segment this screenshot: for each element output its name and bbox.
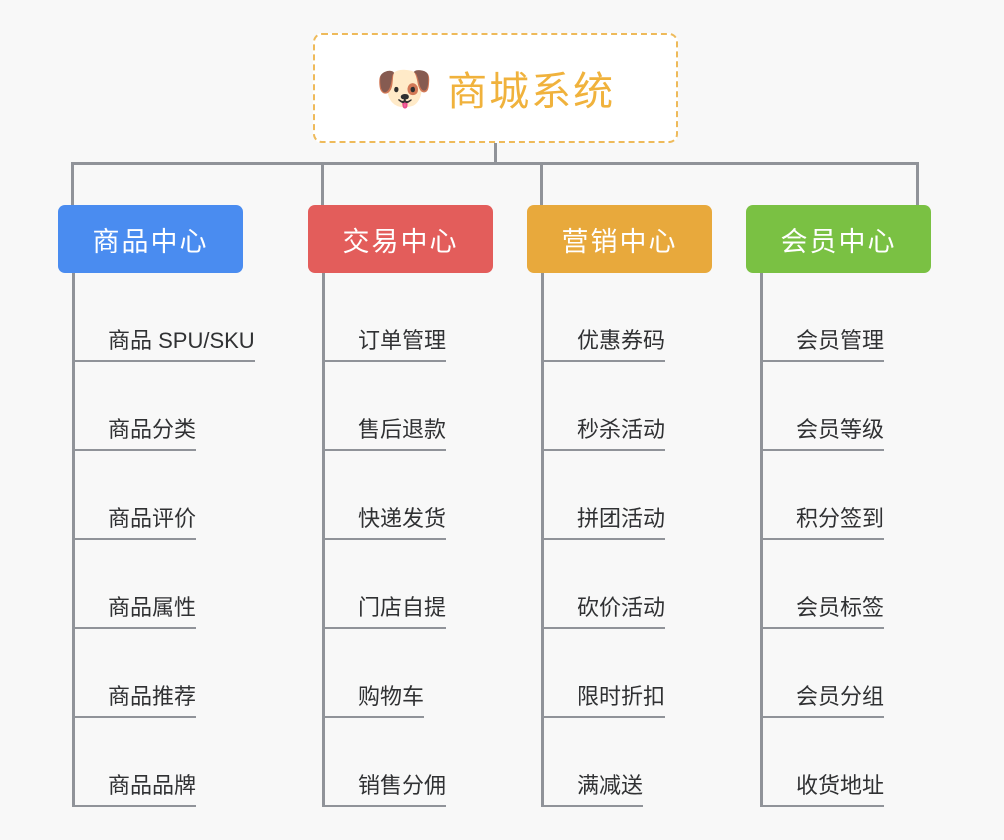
leaf-item[interactable]: 订单管理 [322,273,447,362]
leaf-item-label: 门店自提 [358,595,447,621]
leaf-item-label: 会员管理 [796,328,885,354]
category-box-1[interactable]: 商品中心 [58,205,243,273]
leaf-item-label: 商品推荐 [108,684,197,710]
leaf-item-label: 满减送 [577,773,644,799]
leaf-item-label: 收货地址 [796,773,885,799]
leaf-item[interactable]: 限时折扣 [541,629,666,718]
leaf-item-label: 优惠券码 [577,328,666,354]
leaf-trunk [72,273,75,807]
leaf-item-label: 售后退款 [358,417,447,443]
leaf-item[interactable]: 商品 SPU/SKU [72,273,255,362]
root-stem [494,143,497,165]
category-label: 交易中心 [342,226,459,257]
leaf-item-label: 商品品牌 [108,773,197,799]
root-title: 商城系统 [447,70,616,114]
category-box-3[interactable]: 营销中心 [527,205,712,273]
dog-face-icon: 🐶 [375,61,434,115]
leaf-item-label: 购物车 [358,684,425,710]
leaf-item[interactable]: 收货地址 [760,718,885,807]
leaf-item[interactable]: 售后退款 [322,362,447,451]
leaf-item-label: 销售分佣 [358,773,447,799]
drop-stem-2 [321,162,324,205]
leaf-item[interactable]: 秒杀活动 [541,362,666,451]
root-node[interactable]: 🐶 商城系统 [313,33,678,143]
category-label: 商品中心 [92,226,209,257]
leaf-trunk [541,273,544,807]
leaf-item[interactable]: 会员分组 [760,629,885,718]
leaf-item[interactable]: 拼团活动 [541,451,666,540]
leaf-item-label: 限时折扣 [577,684,666,710]
leaf-trunk [322,273,325,807]
drop-stem-1 [71,162,74,205]
horizontal-bus [72,162,917,165]
leaf-item[interactable]: 购物车 [322,629,425,718]
leaf-item-label: 订单管理 [358,328,447,354]
leaf-item[interactable]: 积分签到 [760,451,885,540]
drop-stem-4 [916,162,919,205]
category-label: 会员中心 [780,226,897,257]
leaf-item[interactable]: 商品推荐 [72,629,197,718]
drop-stem-3 [540,162,543,205]
leaf-item-label: 拼团活动 [577,506,666,532]
category-label: 营销中心 [561,226,678,257]
leaf-item-label: 会员等级 [796,417,885,443]
leaf-item[interactable]: 商品属性 [72,540,197,629]
category-box-2[interactable]: 交易中心 [308,205,493,273]
leaf-item-label: 积分签到 [796,506,885,532]
leaf-item-label: 会员标签 [796,595,885,621]
leaf-item-label: 商品属性 [108,595,197,621]
leaf-item[interactable]: 会员等级 [760,362,885,451]
leaf-item[interactable]: 商品分类 [72,362,197,451]
leaf-item-label: 会员分组 [796,684,885,710]
leaf-item-label: 商品评价 [108,506,197,532]
leaf-item[interactable]: 商品品牌 [72,718,197,807]
leaf-item[interactable]: 满减送 [541,718,644,807]
leaf-item-label: 商品分类 [108,417,197,443]
leaf-item[interactable]: 快递发货 [322,451,447,540]
leaf-item[interactable]: 销售分佣 [322,718,447,807]
leaf-item-label: 商品 SPU/SKU [108,328,255,354]
leaf-trunk [760,273,763,807]
category-box-4[interactable]: 会员中心 [746,205,931,273]
leaf-item[interactable]: 优惠券码 [541,273,666,362]
leaf-item[interactable]: 门店自提 [322,540,447,629]
leaf-item[interactable]: 会员标签 [760,540,885,629]
leaf-item-label: 快递发货 [358,506,447,532]
leaf-item[interactable]: 商品评价 [72,451,197,540]
leaf-item-label: 秒杀活动 [577,417,666,443]
leaf-item[interactable]: 砍价活动 [541,540,666,629]
leaf-item-label: 砍价活动 [577,595,666,621]
leaf-item[interactable]: 会员管理 [760,273,885,362]
